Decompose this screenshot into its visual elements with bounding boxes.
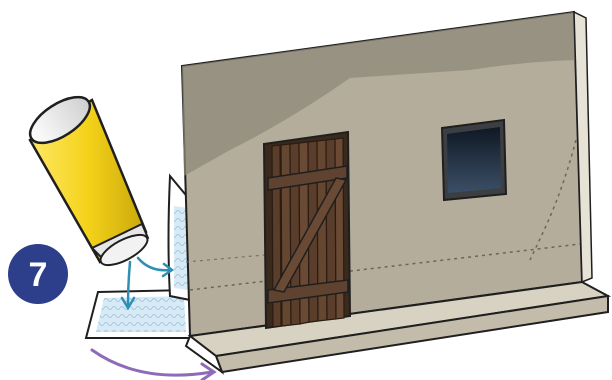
window <box>442 120 506 200</box>
glue-area-base <box>96 296 186 332</box>
window-glass <box>447 127 501 193</box>
curved-arrow-icon <box>92 350 214 380</box>
wall <box>182 12 592 336</box>
step-number: 7 <box>29 256 48 294</box>
fold-arrow-path <box>92 350 212 375</box>
door <box>264 132 350 328</box>
step-badge: 7 <box>8 244 68 304</box>
glue-stick-icon <box>23 88 152 271</box>
